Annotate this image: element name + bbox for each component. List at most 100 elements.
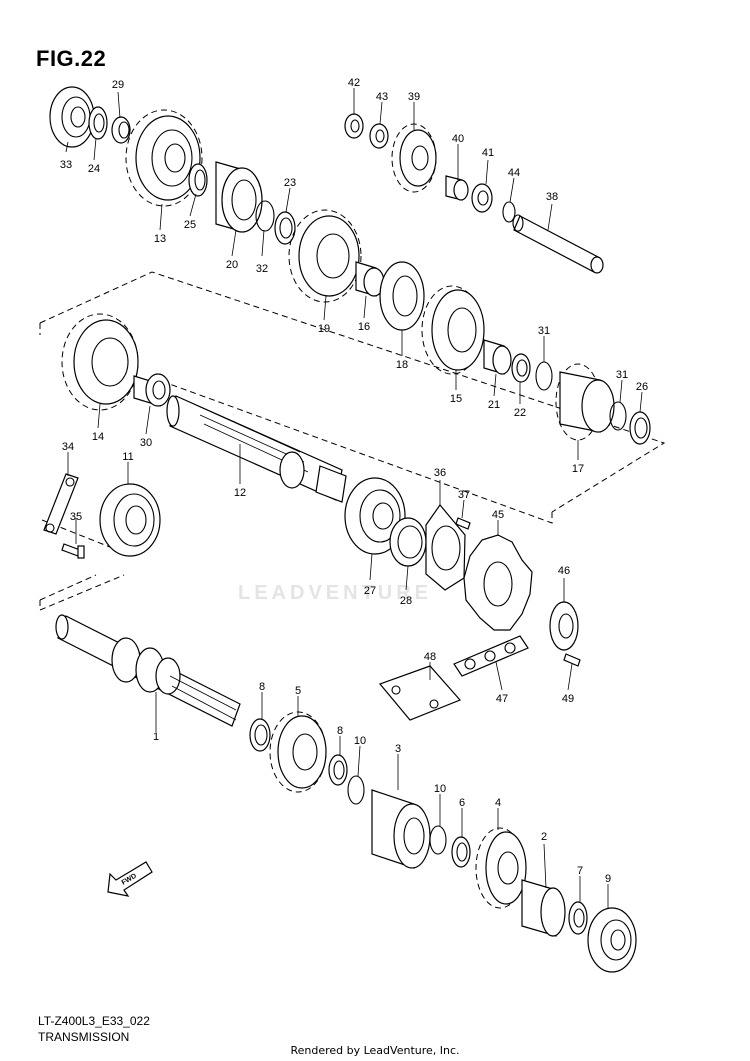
callout-16: 16 bbox=[358, 321, 370, 333]
callout-3: 3 bbox=[395, 743, 401, 755]
part-8-washer-left bbox=[249, 718, 271, 752]
callout-23: 23 bbox=[284, 177, 296, 189]
part-16-bushing bbox=[355, 261, 385, 297]
part-6-washer bbox=[451, 836, 471, 868]
part-25-washer bbox=[188, 163, 208, 197]
part-4-gear bbox=[475, 827, 527, 909]
callout-37: 37 bbox=[458, 489, 470, 501]
part-40-bushing bbox=[445, 175, 469, 201]
part-27-bearing bbox=[344, 477, 406, 555]
part-23-washer bbox=[274, 211, 296, 245]
part-41-washer bbox=[471, 183, 493, 213]
figure-title: FIG.22 bbox=[36, 46, 107, 71]
part-48-master-link bbox=[378, 665, 462, 721]
callout-10: 10 bbox=[354, 735, 366, 747]
callout-8: 8 bbox=[259, 681, 265, 693]
part-7-washer bbox=[568, 901, 588, 935]
callout-42: 42 bbox=[348, 77, 360, 89]
callout-35: 35 bbox=[70, 511, 82, 523]
part-9-bearing bbox=[587, 907, 637, 973]
callout-leaders bbox=[65, 88, 643, 908]
fwd-arrow-icon: FWD bbox=[107, 861, 153, 897]
callout-34: 34 bbox=[62, 441, 74, 453]
part-11-bearing bbox=[99, 483, 161, 557]
callout-21: 21 bbox=[488, 399, 500, 411]
part-18-gear bbox=[379, 261, 425, 331]
part-8-washer-right bbox=[328, 754, 348, 786]
callout-38: 38 bbox=[546, 191, 558, 203]
callout-15: 15 bbox=[450, 393, 462, 405]
callout-36: 36 bbox=[434, 467, 446, 479]
callout-7: 7 bbox=[577, 865, 583, 877]
callout-31: 31 bbox=[538, 325, 550, 337]
part-28-seal bbox=[389, 517, 427, 567]
part-21-bushing bbox=[483, 339, 512, 375]
part-49-bolt bbox=[563, 653, 581, 667]
callout-48: 48 bbox=[424, 651, 436, 663]
callout-49: 49 bbox=[562, 693, 574, 705]
part-43-washer bbox=[369, 123, 389, 149]
countershaft-group-outline-lower bbox=[39, 323, 553, 524]
part-26-washer bbox=[629, 411, 651, 445]
callout-24: 24 bbox=[88, 163, 100, 175]
callout-9: 9 bbox=[605, 873, 611, 885]
callout-11: 11 bbox=[122, 451, 133, 463]
countershaft-group-outline bbox=[39, 271, 666, 513]
callout-29: 29 bbox=[112, 79, 124, 91]
callout-4: 4 bbox=[495, 797, 501, 809]
part-47-chain bbox=[453, 635, 529, 677]
part-10-circlip-lower bbox=[429, 825, 447, 855]
callout-12: 12 bbox=[234, 487, 246, 499]
callout-13: 13 bbox=[154, 233, 166, 245]
callout-28: 28 bbox=[400, 595, 412, 607]
part-32-circlip bbox=[255, 200, 275, 232]
callout-27: 27 bbox=[364, 585, 376, 597]
part-13-gear bbox=[125, 109, 203, 207]
callout-32: 32 bbox=[256, 263, 268, 275]
callout-33: 33 bbox=[60, 159, 72, 171]
callout-47: 47 bbox=[496, 693, 508, 705]
callout-30: 30 bbox=[140, 437, 152, 449]
callout-18: 18 bbox=[396, 359, 408, 371]
callout-17: 17 bbox=[572, 463, 584, 475]
render-credit: Rendered by LeadVenture, Inc. bbox=[290, 1044, 460, 1057]
watermark: LEADVENTURE bbox=[238, 582, 433, 604]
part-39-gear bbox=[391, 123, 437, 193]
callout-19: 19 bbox=[318, 323, 330, 335]
part-30-bushing bbox=[133, 373, 171, 407]
callout-20: 20 bbox=[226, 259, 238, 271]
callout-8: 8 bbox=[337, 725, 343, 737]
driveshaft-group-outline bbox=[39, 574, 97, 610]
part-33-bearing bbox=[49, 86, 95, 148]
callout-1: 1 bbox=[153, 731, 159, 743]
callout-44: 44 bbox=[508, 167, 520, 179]
part-14-gear bbox=[61, 313, 139, 411]
part-12-shaft bbox=[166, 395, 347, 503]
part-29-bushing bbox=[111, 116, 131, 144]
figure-name: TRANSMISSION bbox=[38, 1030, 130, 1044]
part-31-circlip-lower bbox=[609, 401, 627, 431]
part-36-plate bbox=[425, 504, 466, 591]
part-24-washer bbox=[88, 106, 108, 140]
callout-6: 6 bbox=[459, 797, 465, 809]
callout-46: 46 bbox=[558, 565, 570, 577]
part-22-washer bbox=[511, 353, 531, 383]
part-2-gear bbox=[521, 879, 566, 937]
part-1-shaft bbox=[55, 614, 241, 727]
figure-code: LT-Z400L3_E33_022 bbox=[38, 1014, 150, 1028]
part-15-gear bbox=[421, 285, 485, 375]
part-34-plate bbox=[43, 473, 79, 535]
part-45-sprocket bbox=[463, 534, 533, 631]
callout-2: 2 bbox=[541, 831, 547, 843]
part-35-screw bbox=[61, 543, 85, 559]
callout-10: 10 bbox=[434, 783, 446, 795]
callout-25: 25 bbox=[184, 219, 196, 231]
callout-22: 22 bbox=[514, 407, 526, 419]
part-5-gear bbox=[269, 711, 327, 793]
part-44-circlip bbox=[502, 201, 516, 223]
callout-5: 5 bbox=[295, 685, 301, 697]
callout-40: 40 bbox=[452, 133, 464, 145]
part-46-plate bbox=[549, 601, 579, 651]
part-20-gear bbox=[215, 161, 263, 233]
